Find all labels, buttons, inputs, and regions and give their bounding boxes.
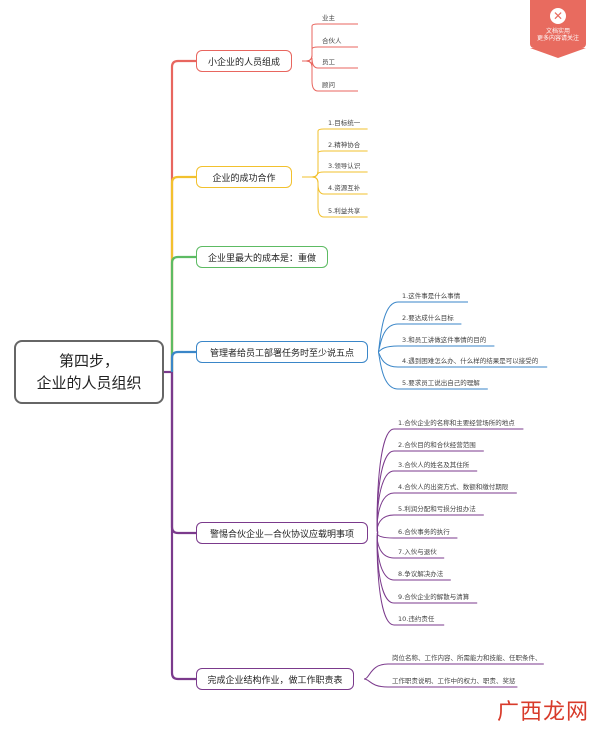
leaf-node[interactable]: 6.合伙事务的执行 [398, 528, 450, 536]
leaf-node[interactable]: 2.精神协合 [328, 141, 361, 149]
leaf-node[interactable]: 2.合伙目的和合伙经营范围 [398, 441, 476, 449]
leaf-node[interactable]: 岗位名称、工作内容、所需能力和技能、任职条件、 [392, 654, 542, 662]
branch-node-3[interactable]: 企业里最大的成本是：重做 [196, 246, 328, 268]
leaf-connector [376, 532, 445, 626]
leaf-connector [377, 323, 462, 353]
leaf-node[interactable]: 顾问 [322, 81, 335, 89]
close-icon[interactable]: ✕ [550, 8, 566, 24]
leaf-node[interactable]: 5.要求员工说出自己的理解 [402, 379, 480, 387]
leaf-node[interactable]: 8.争议解决办法 [398, 570, 444, 578]
leaf-node[interactable]: 10.违约责任 [398, 615, 435, 623]
root-title-line1: 第四步， [58, 352, 119, 370]
leaf-connector [302, 170, 368, 178]
leaf-node[interactable]: 9.合伙企业的解散与清算 [398, 593, 470, 601]
leaf-node[interactable]: 1.合伙企业的名称和主要经营场所的地点 [398, 419, 515, 427]
leaf-node[interactable]: 5.利润分配和亏损分担办法 [398, 505, 476, 513]
leaf-node[interactable]: 员工 [322, 58, 335, 66]
leaf-node[interactable]: 1.这件事是什么事情 [402, 292, 461, 300]
leaf-node[interactable]: 4.资源互补 [328, 184, 361, 192]
branch-node-2[interactable]: 企业的成功合作 [196, 166, 292, 188]
badge-text-line2: 更多内容请关注 [536, 35, 579, 42]
leaf-node[interactable]: 工作职责说明、工作中的权力、职责、奖惩 [392, 677, 516, 685]
branch-label: 警惕合伙企业—合伙协议应载明事项 [209, 529, 354, 540]
branch-node-5[interactable]: 警惕合伙企业—合伙协议应载明事项 [196, 522, 368, 544]
watermark: 广西龙网 [496, 700, 589, 725]
leaf-connector [376, 470, 478, 534]
leaf-node[interactable]: 5.利益共享 [328, 207, 361, 215]
branch-connector-6 [170, 372, 196, 681]
leaf-node[interactable]: 业主 [322, 14, 335, 22]
root-title-line2: 企业的人员组织 [36, 374, 142, 392]
leaf-connector [377, 351, 488, 390]
branch-node-1[interactable]: 小企业的人员组成 [196, 50, 292, 72]
leaf-node[interactable]: 7.入伙与退伙 [398, 548, 437, 556]
leaf-connector [302, 176, 368, 218]
branch-node-6[interactable]: 完成企业结构作业，做工作职责表 [196, 668, 354, 690]
branch-label: 企业里最大的成本是：重做 [207, 253, 316, 264]
branch-connector-1 [170, 59, 196, 372]
leaf-node[interactable]: 4.合伙人的出资方式、数额和缴付期限 [398, 483, 509, 491]
root-node[interactable]: 第四步， 企业的人员组织 [14, 340, 164, 404]
leaf-node[interactable]: 2.要达成什么目标 [402, 314, 454, 322]
leaf-connector [376, 514, 484, 534]
branch-connector-5 [170, 372, 196, 535]
header-badge-text: 文档实用 更多内容请关注 [532, 28, 584, 42]
leaf-connector [363, 663, 544, 680]
leaf-node[interactable]: 1.目标统一 [328, 119, 361, 127]
branch-connector-2 [170, 175, 196, 372]
leaf-connector [377, 345, 495, 353]
leaf-node[interactable]: 3.合伙人的姓名及其住所 [398, 461, 470, 469]
header-badge-tail [530, 48, 586, 58]
leaf-connector [363, 678, 518, 688]
branch-label: 完成企业结构作业，做工作职责表 [207, 675, 343, 686]
branch-label: 小企业的人员组成 [207, 57, 280, 68]
branch-node-4[interactable]: 管理者给员工部署任务时至少说五点 [196, 341, 368, 363]
branch-label: 管理者给员工部署任务时至少说五点 [209, 348, 354, 359]
leaf-connector [302, 60, 358, 92]
leaf-node[interactable]: 3.领导认识 [328, 162, 361, 170]
leaf-node[interactable]: 合伙人 [322, 37, 342, 45]
leaf-connector [302, 46, 358, 62]
branch-connector-3 [170, 255, 196, 372]
branch-connector-4 [170, 350, 196, 372]
badge-text-line1: 文档实用 [545, 28, 570, 35]
leaf-node[interactable]: 3.和员工讲做这件事情的目的 [402, 336, 487, 344]
branch-label: 企业的成功合作 [212, 173, 276, 184]
leaf-node[interactable]: 4.遇到困难怎么办、什么样的结果是可以接受的 [402, 357, 539, 365]
